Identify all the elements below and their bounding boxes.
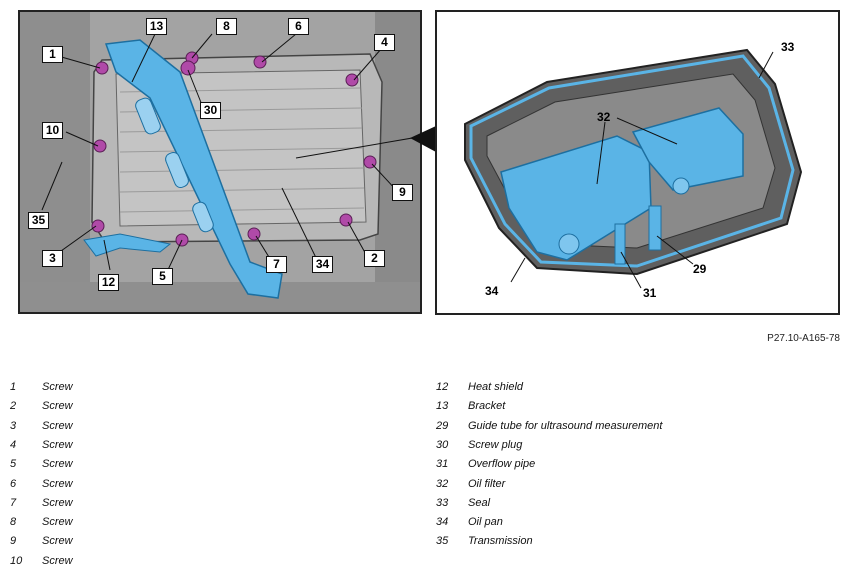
- legend-item-label: Screw: [42, 477, 73, 490]
- legend-item-label: Screw: [42, 516, 73, 529]
- legend-item-number: 9: [10, 535, 17, 548]
- oil-pan-installed-illustration: 1 10 35 3 12 5 13 8 6 4 30 9 2 7 34: [18, 10, 422, 314]
- callout-34: 34: [312, 256, 333, 273]
- legend-item-label: Screw: [42, 496, 73, 509]
- legend-item-label: Transmission: [468, 535, 533, 548]
- legend-item-label: Screw: [42, 535, 73, 548]
- legend-item-number: 7: [10, 496, 17, 509]
- legend-item-number: 12: [436, 381, 449, 393]
- installed-view-drawing: [20, 12, 420, 312]
- legend-item-number: 5: [10, 458, 17, 471]
- legend-item-label: Guide tube for ultrasound measurement: [468, 419, 663, 432]
- callout-2: 2: [364, 250, 385, 267]
- legend-item-label: Screw: [42, 458, 73, 471]
- callout-33: 33: [781, 40, 795, 54]
- oil-pan-detail-illustration: 32 33 34 31 29: [435, 10, 840, 315]
- legend-item-label: Screw plug: [468, 438, 523, 451]
- legend-item-number: 6: [10, 477, 17, 490]
- legend-item-label: Screw: [42, 438, 73, 451]
- legend-item-label: Overflow pipe: [468, 458, 536, 471]
- legend-item-number: 30: [436, 438, 449, 451]
- callout-1: 1: [42, 46, 63, 63]
- legend-item-label: Screw: [42, 400, 73, 413]
- legend-item-label: Oil filter: [468, 477, 506, 490]
- callout-10: 10: [42, 122, 63, 139]
- legend-item-number: 8: [10, 516, 17, 529]
- legend-item-number: 29: [436, 419, 449, 432]
- legend-item-number: 1: [10, 381, 17, 393]
- callout-32: 32: [597, 110, 611, 124]
- legend-item-label: Heat shield: [468, 381, 524, 393]
- detail-view-drawing: [464, 48, 803, 289]
- legend-item-number: 13: [436, 400, 449, 413]
- callout-6: 6: [288, 18, 309, 35]
- callout-12: 12: [98, 274, 119, 291]
- legend-item-label: Seal: [468, 496, 491, 509]
- legend-item-number: 4: [10, 438, 17, 451]
- callout-3: 3: [42, 250, 63, 267]
- legend-item-number: 33: [436, 496, 449, 509]
- legend-item-label: Oil pan: [468, 516, 503, 529]
- callout-35: 35: [28, 212, 49, 229]
- callout-34-detail: 34: [485, 284, 499, 298]
- legend-item-number: 31: [436, 458, 449, 471]
- callout-7: 7: [266, 256, 287, 273]
- callout-4: 4: [374, 34, 395, 51]
- callout-29: 29: [693, 262, 707, 276]
- legend-item-label: Screw: [42, 381, 73, 393]
- callout-5: 5: [152, 268, 173, 285]
- legend-item-number: 3: [10, 419, 17, 432]
- callout-13: 13: [146, 18, 167, 35]
- figure-reference: P27.10-A165-78: [767, 333, 840, 344]
- legend-item-number: 35: [436, 535, 449, 548]
- callout-30: 30: [200, 102, 221, 119]
- legend-item-label: Bracket: [468, 400, 506, 413]
- legend-item-number: 10: [10, 554, 23, 567]
- legend-item-number: 34: [436, 516, 449, 529]
- callout-8: 8: [216, 18, 237, 35]
- legend-item-number: 32: [436, 477, 449, 490]
- legend-item-label: Screw: [42, 554, 73, 567]
- callout-31: 31: [643, 286, 657, 300]
- legend-item-number: 2: [10, 400, 17, 413]
- legend-item-label: Screw: [42, 419, 73, 432]
- callout-9: 9: [392, 184, 413, 201]
